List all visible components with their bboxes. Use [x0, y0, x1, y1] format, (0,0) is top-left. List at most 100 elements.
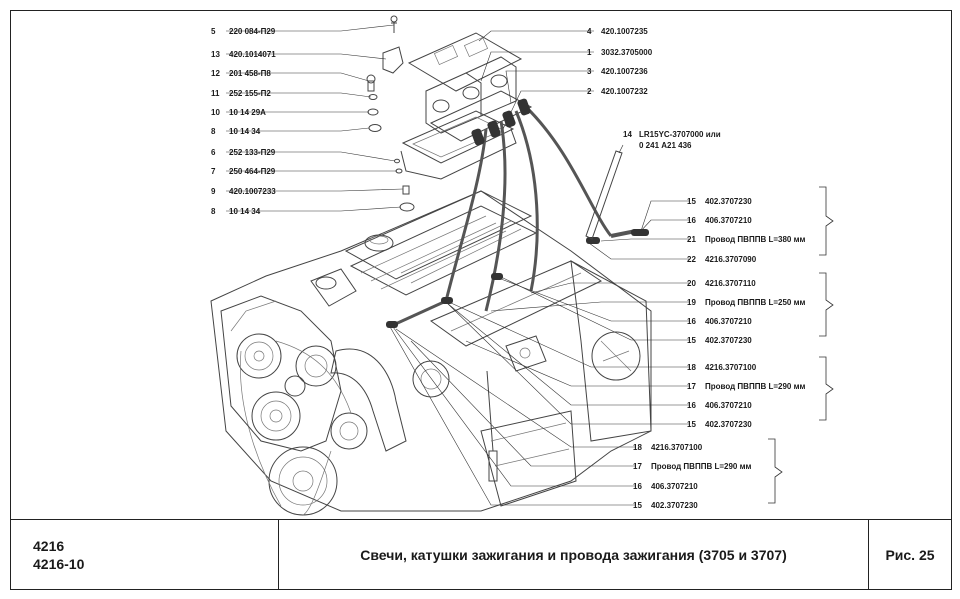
left-label: 6 252 133-П29 — [211, 148, 276, 157]
top-right-label-num: 3 — [587, 67, 592, 76]
left-label-num: 13 — [211, 50, 220, 59]
left-label-part: 10 14 29А — [229, 108, 266, 117]
left-label-part: 420.1007233 — [229, 187, 276, 196]
top-right-label-num: 1 — [587, 48, 592, 57]
left-label: 10 10 14 29А — [211, 108, 266, 117]
wire-group-1-label-num: 15 — [687, 197, 696, 206]
wire-group-1-label: 22 4216.3707090 — [687, 255, 757, 264]
top-right-label: 4 420.1007235 — [587, 27, 648, 36]
title-block-models: 4216 4216-10 — [11, 520, 279, 590]
ignition-coil-assembly — [366, 15, 533, 212]
engine-illustration — [210, 190, 652, 516]
spark-plug-label-line2: 0 241 А21 436 — [639, 141, 692, 150]
model-code-2: 4216-10 — [33, 556, 85, 572]
wire-group-2-label: 19 Провод ПВППВ L=250 мм — [687, 298, 805, 307]
wire-group-2-label-part: 4216.3707110 — [705, 279, 756, 288]
left-label: 8 10 14 34 — [211, 127, 261, 136]
top-right-label-part: 420.1007232 — [601, 87, 648, 96]
wire-group-4-label-num: 18 — [633, 443, 642, 452]
ignition-wires — [386, 98, 649, 328]
left-label: 5 220 084-П29 — [211, 27, 276, 36]
top-right-label-part: 420.1007236 — [601, 67, 648, 76]
wire-group-2-label: 16 406.3707210 — [687, 317, 752, 326]
wire-group-2-label: 15 402.3707230 — [687, 336, 752, 345]
group-braces — [768, 186, 834, 504]
wire-group-1-label-num: 21 — [687, 235, 696, 244]
wire-group-1-label: 15 402.3707230 — [687, 197, 752, 206]
wire-group-3-label-num: 15 — [687, 420, 696, 429]
wire-group-1-label: 21 Провод ПВППВ L=380 мм — [687, 235, 805, 244]
wire-group-3-label: 18 4216.3707100 — [687, 363, 757, 372]
left-label: 11 252 155-П2 — [211, 89, 271, 98]
wire-group-3-label-part: Провод ПВППВ L=290 мм — [705, 382, 805, 391]
wire-group-3-label-part: 406.3707210 — [705, 401, 752, 410]
left-label-part: 420.1014071 — [229, 50, 276, 59]
wire-group-3-label-part: 4216.3707100 — [705, 363, 757, 372]
wire-group-2-label-part: 406.3707210 — [705, 317, 752, 326]
wire-group-1-label-part: 4216.3707090 — [705, 255, 757, 264]
wire-group-3-label-num: 16 — [687, 401, 696, 410]
left-label-num: 12 — [211, 69, 220, 78]
model-code-1: 4216 — [33, 538, 65, 554]
wire-group-1-label-part: Провод ПВППВ L=380 мм — [705, 235, 805, 244]
leader-lines — [226, 24, 689, 506]
wire-group-3-label-num: 17 — [687, 382, 696, 391]
wire-group-1-label-part: 402.3707230 — [705, 197, 752, 206]
wire-group-4-label: 17 Провод ПВППВ L=290 мм — [633, 462, 751, 471]
spark-plug-label: 14 LR15YC-3707000 или 0 241 А21 436 — [623, 130, 721, 150]
left-label-part: 252 155-П2 — [229, 89, 271, 98]
wire-group-2-label-num: 20 — [687, 279, 696, 288]
left-label-part: 250 464-П29 — [229, 167, 276, 176]
top-right-label: 1 3032.3705000 — [587, 48, 653, 57]
top-right-label-num: 2 — [587, 87, 592, 96]
left-label-num: 7 — [211, 167, 216, 176]
left-label-num: 5 — [211, 27, 216, 36]
wire-group-1-label-num: 22 — [687, 255, 696, 264]
top-right-label-column: 4 420.1007235 1 3032.3705000 3 420.1007236 2 42… — [587, 27, 653, 96]
top-right-label: 3 420.1007236 — [587, 67, 648, 76]
left-label-num: 10 — [211, 108, 220, 117]
left-label: 7 250 464-П29 — [211, 167, 276, 176]
left-label: 13 420.1014071 — [211, 50, 276, 59]
wire-group-2-label-num: 16 — [687, 317, 696, 326]
top-right-label: 2 420.1007232 — [587, 87, 648, 96]
wire-group-2-label: 20 4216.3707110 — [687, 279, 756, 288]
wire-group-3-label: 16 406.3707210 — [687, 401, 752, 410]
wire-group-4-label-part: 406.3707210 — [651, 482, 698, 491]
wire-group-4-label-part: 4216.3707100 — [651, 443, 703, 452]
wire-group-1-label-num: 16 — [687, 216, 696, 225]
figure-number: Рис. 25 — [885, 547, 935, 563]
top-right-label-part: 3032.3705000 — [601, 48, 653, 57]
left-label-num: 8 — [211, 127, 216, 136]
wire-group-4-label: 18 4216.3707100 — [633, 443, 703, 452]
left-label: 9 420.1007233 — [211, 187, 276, 196]
wire-group-2-label-num: 19 — [687, 298, 696, 307]
wire-group-3-label-num: 18 — [687, 363, 696, 372]
spark-plug-label-line1: LR15YC-3707000 или — [639, 130, 721, 139]
left-label-num: 6 — [211, 148, 216, 157]
wire-group-2-label-num: 15 — [687, 336, 696, 345]
wire-group-4-label-num: 17 — [633, 462, 642, 471]
left-label-num: 11 — [211, 89, 220, 98]
left-label-num: 9 — [211, 187, 216, 196]
wire-group-1-label-part: 406.3707210 — [705, 216, 752, 225]
wire-group-4-label-part: Провод ПВППВ L=290 мм — [651, 462, 751, 471]
top-right-label-num: 4 — [587, 27, 592, 36]
wire-group-2-label-part: Провод ПВППВ L=250 мм — [705, 298, 805, 307]
left-label-part: 220 084-П29 — [229, 27, 276, 36]
left-label-part: 252 133-П29 — [229, 148, 276, 157]
left-label-part: 10 14 34 — [229, 127, 261, 136]
wire-group-4-label-num: 15 — [633, 501, 642, 510]
wire-group-2-label-part: 402.3707230 — [705, 336, 752, 345]
left-label-num: 8 — [211, 207, 216, 216]
top-right-label-part: 420.1007235 — [601, 27, 648, 36]
wire-group-4-label-num: 16 — [633, 482, 642, 491]
spark-plug-label-num: 14 — [623, 130, 632, 139]
